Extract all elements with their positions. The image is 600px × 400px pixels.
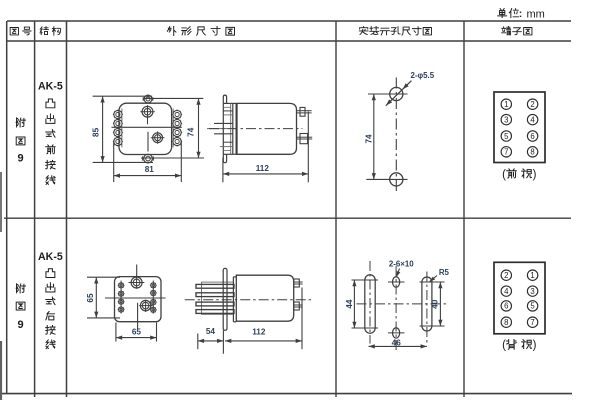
svg-text::: : — [519, 8, 523, 20]
svg-text:8: 8 — [530, 148, 534, 157]
svg-text:AK-5: AK-5 — [38, 80, 63, 92]
svg-text:(: ( — [502, 169, 506, 181]
svg-text:2: 2 — [530, 100, 534, 109]
svg-text:): ) — [533, 340, 537, 352]
svg-text:5: 5 — [504, 132, 509, 141]
svg-text:6: 6 — [504, 302, 508, 311]
svg-text:74: 74 — [364, 134, 373, 144]
svg-text:81: 81 — [145, 165, 155, 174]
svg-text:3: 3 — [504, 115, 508, 124]
svg-text:4: 4 — [504, 287, 509, 296]
svg-text:7: 7 — [504, 148, 508, 157]
svg-text:65: 65 — [132, 328, 142, 337]
svg-text:1: 1 — [530, 271, 534, 280]
svg-text:1: 1 — [504, 100, 508, 109]
svg-text:mm: mm — [527, 8, 545, 20]
svg-text:AK-5: AK-5 — [38, 251, 63, 263]
svg-text:9: 9 — [18, 319, 24, 331]
svg-text:44: 44 — [345, 299, 354, 309]
svg-text:112: 112 — [256, 164, 270, 173]
svg-text:4: 4 — [530, 115, 535, 124]
svg-text:6: 6 — [530, 132, 534, 141]
svg-text:112: 112 — [252, 327, 266, 336]
svg-text:46: 46 — [392, 338, 402, 347]
svg-text:5: 5 — [530, 302, 535, 311]
svg-text:R5: R5 — [439, 268, 450, 277]
svg-text:74: 74 — [186, 127, 195, 137]
svg-text:9: 9 — [18, 153, 24, 165]
svg-text:): ) — [533, 169, 537, 181]
svg-text:3: 3 — [530, 287, 534, 296]
svg-text:2-6×10: 2-6×10 — [389, 259, 414, 268]
svg-text:40: 40 — [430, 299, 439, 309]
svg-text:2: 2 — [504, 271, 508, 280]
svg-text:65: 65 — [86, 293, 95, 303]
svg-text:85: 85 — [91, 127, 100, 137]
svg-text:54: 54 — [206, 327, 216, 336]
svg-text:2-φ5.5: 2-φ5.5 — [410, 71, 434, 80]
svg-text:8: 8 — [504, 318, 508, 327]
svg-text:(: ( — [502, 340, 506, 352]
svg-text:7: 7 — [530, 318, 534, 327]
